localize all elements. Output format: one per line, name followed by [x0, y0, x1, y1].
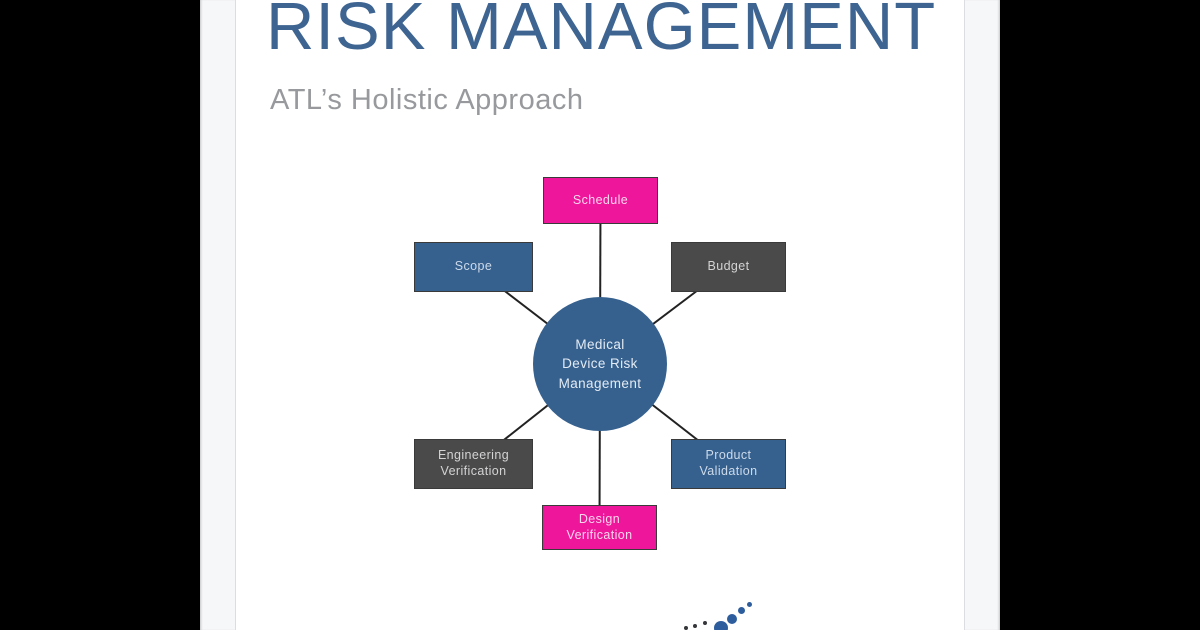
logo-dot-icon: [684, 626, 688, 630]
node-budget: Budget: [671, 242, 786, 292]
node-budget-label: Budget: [707, 259, 750, 274]
document-page: RISK MANAGEMENT ATL’s Holistic Approach …: [200, 0, 1000, 630]
hub-medical-device-risk-management: Medical Device Risk Management: [533, 297, 667, 431]
logo-dot-icon: [738, 607, 745, 614]
logo-dot-icon: [703, 621, 707, 625]
node-scope: Scope: [414, 242, 533, 292]
node-schedule-label: Schedule: [572, 192, 629, 207]
node-design-verification: Design Verification: [542, 505, 657, 550]
page-content: RISK MANAGEMENT ATL’s Holistic Approach …: [200, 0, 1000, 630]
node-engineering-verification-label: Engineering Verification: [437, 448, 510, 478]
node-product-validation: Product Validation: [671, 439, 786, 489]
atl-dots-logo-icon: [670, 595, 780, 630]
page-subtitle: ATL’s Holistic Approach: [270, 84, 584, 116]
hub-label: Medical Device Risk Management: [558, 336, 642, 391]
page-title: RISK MANAGEMENT: [266, 0, 937, 64]
logo-dot-icon: [747, 602, 752, 607]
node-scope-label: Scope: [454, 259, 493, 274]
logo-dot-icon: [693, 624, 697, 628]
node-product-validation-label: Product Validation: [699, 448, 758, 478]
logo-dot-icon: [727, 614, 737, 624]
page-left-edge: [200, 0, 236, 630]
page-right-edge: [964, 0, 1000, 630]
node-engineering-verification: Engineering Verification: [414, 439, 533, 489]
node-design-verification-label: Design Verification: [566, 511, 633, 542]
logo-dot-icon: [714, 621, 728, 630]
node-schedule: Schedule: [543, 177, 658, 224]
